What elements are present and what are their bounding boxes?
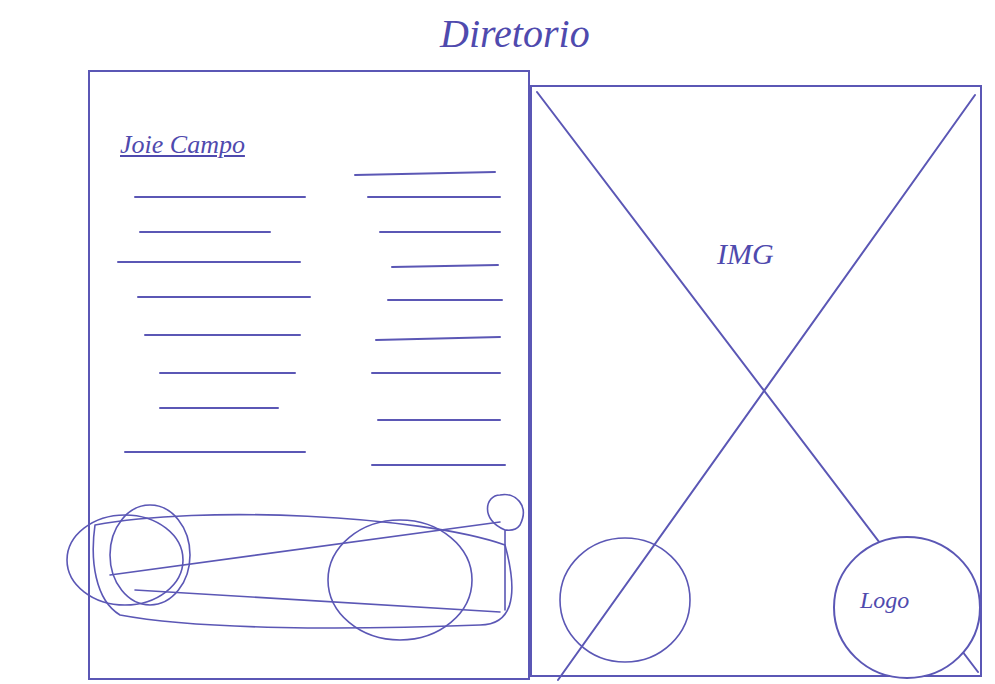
- node-label: Joie Campo: [120, 130, 245, 160]
- text-lines: [118, 172, 505, 465]
- page-title: Diretorio: [440, 10, 590, 57]
- carousel-scribble: [67, 495, 690, 662]
- image-placeholder: IMG Logo: [530, 85, 982, 677]
- text-panel: Joie Campo: [88, 70, 530, 680]
- node-label: Logo: [860, 587, 909, 614]
- node-label: IMG: [717, 237, 774, 271]
- logo-circle: Logo: [832, 535, 982, 680]
